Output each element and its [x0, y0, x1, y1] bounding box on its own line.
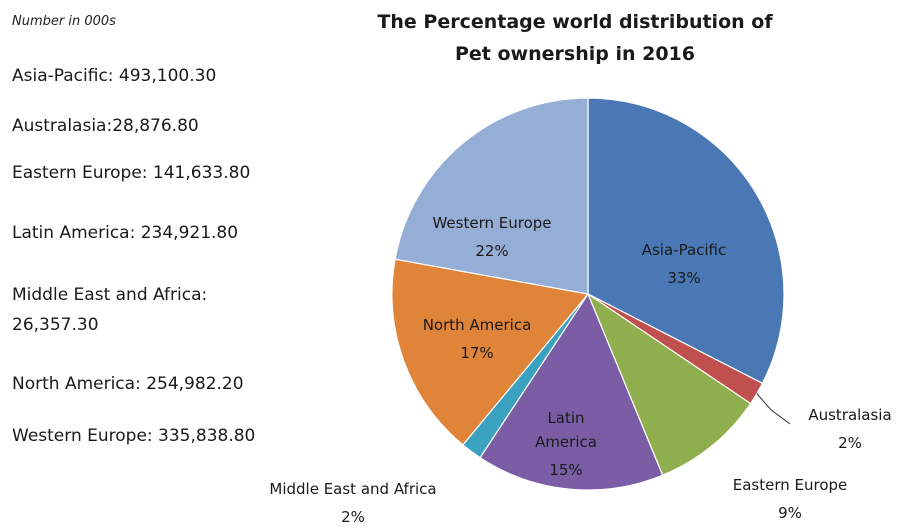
- stat-australasia: Australasia:28,876.80: [12, 116, 199, 136]
- slice-label-western-europe: Western Europe: [432, 214, 551, 232]
- pie-slice-latin-america: [479, 292, 664, 491]
- slice-label-latin-america-1: Latin: [547, 409, 584, 427]
- slice-label-north-america: North America: [423, 316, 532, 334]
- chart-title: The Percentage world distribution of Pet…: [330, 6, 820, 70]
- stat-western-europe: Western Europe: 335,838.80: [12, 426, 256, 446]
- stat-middle-east-africa-value: 26,357.30: [12, 315, 99, 335]
- slice-percent-western-europe: 22%: [475, 242, 508, 260]
- stat-asia-pacific: Asia-Pacific: 493,100.30: [12, 66, 217, 86]
- slice-percent-north-america: 17%: [460, 344, 493, 362]
- chart-title-line-1: The Percentage world distribution of: [377, 11, 773, 33]
- stat-eastern-europe: Eastern Europe: 141,633.80: [12, 163, 251, 183]
- slice-percent-latin-america: 15%: [549, 461, 582, 479]
- slice-percent-eastern-europe: 9%: [778, 504, 802, 522]
- pie-slice-western-europe: [394, 97, 589, 295]
- stat-middle-east-africa-label: Middle East and Africa:: [12, 285, 208, 305]
- slice-percent-middle-east-and-africa: 2%: [341, 508, 365, 526]
- leader-line-australasia: [756, 393, 791, 425]
- stat-north-america: North America: 254,982.20: [12, 374, 244, 394]
- slice-label-asia-pacific: Asia-Pacific: [642, 241, 727, 259]
- chart-title-line-2: Pet ownership in 2016: [455, 43, 695, 65]
- slice-percent-australasia: 2%: [838, 434, 862, 452]
- pie-slice-asia-pacific: [587, 97, 785, 385]
- slice-percent-asia-pacific: 33%: [667, 269, 700, 287]
- slice-label-middle-east-and-africa: Middle East and Africa: [269, 480, 436, 498]
- pie-slice-north-america: [391, 258, 590, 446]
- units-note: Number in 000s: [12, 14, 116, 29]
- slice-label-australasia: Australasia: [808, 406, 891, 424]
- slice-label-latin-america-2: America: [535, 433, 597, 451]
- stat-latin-america: Latin America: 234,921.80: [12, 223, 239, 243]
- pie-slice-eastern-europe: [586, 292, 752, 477]
- slice-label-eastern-europe: Eastern Europe: [733, 476, 848, 494]
